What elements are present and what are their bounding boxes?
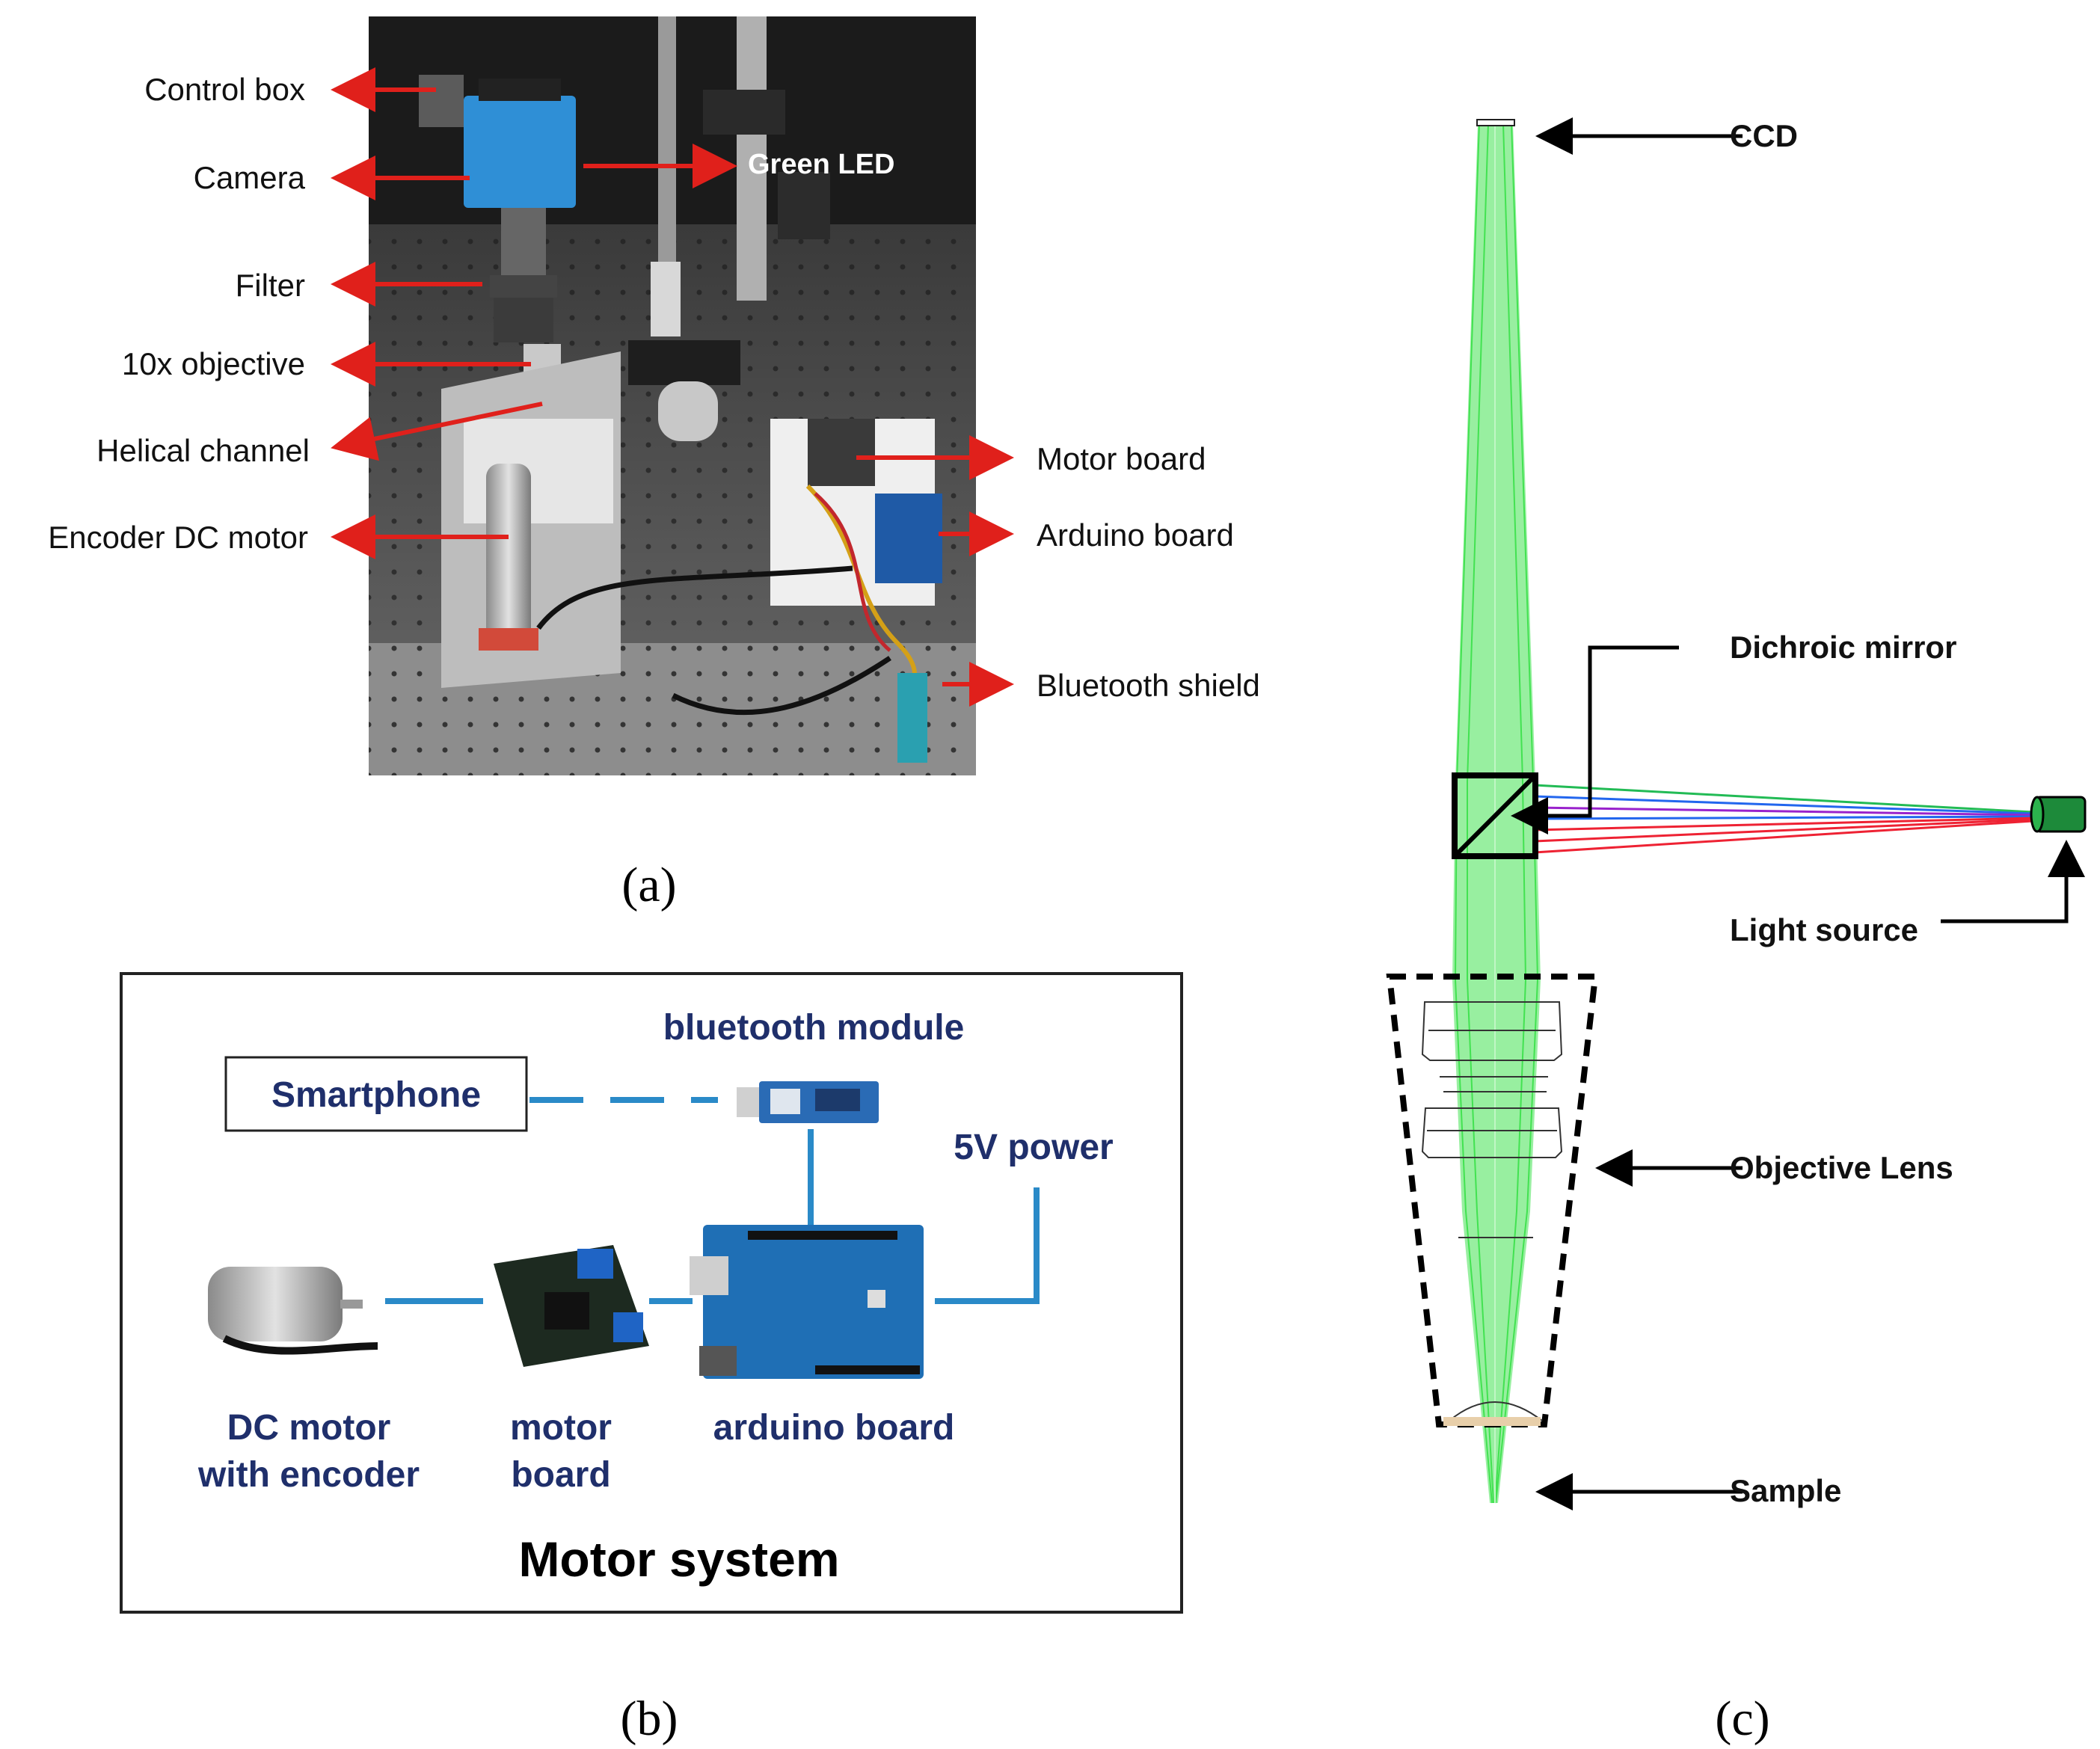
objective-outline	[1386, 974, 1599, 1427]
label-objective: 10x objective	[122, 346, 305, 381]
motor-system-frame	[120, 972, 1183, 1614]
panel-c-labels: CCD Dichroic mirror Light source Objecti…	[1715, 118, 1956, 1746]
label-light-source: Light source	[1730, 912, 1918, 947]
arrow-helical-channel	[331, 402, 543, 461]
ccd-sensor	[1476, 119, 1515, 126]
smartphone-label: Smartphone	[271, 1075, 481, 1115]
dc-motor-label-2: with encoder	[197, 1455, 420, 1495]
dc-motor-label-1: DC motor	[227, 1408, 391, 1448]
motor-board-label-1: motor	[510, 1408, 612, 1448]
label-dichroic: Dichroic mirror	[1730, 630, 1956, 665]
caption-a: (a)	[621, 858, 676, 912]
label-encoder-dc-motor: Encoder DC motor	[48, 520, 308, 555]
label-filter: Filter	[236, 268, 305, 303]
label-objective-lens: Objective Lens	[1730, 1150, 1953, 1185]
label-motor-board: Motor board	[1037, 441, 1206, 476]
beam-light-source	[1534, 784, 2033, 854]
green-led-label: Green LED	[748, 149, 894, 180]
arrow-dichroic	[1511, 645, 1679, 834]
label-control-box: Control box	[144, 72, 305, 107]
bluetooth-module-icon	[737, 1081, 879, 1123]
motor-system-title: Motor system	[518, 1531, 839, 1587]
arrow-light-source	[1941, 840, 2085, 923]
bluetooth-module-label: bluetooth module	[663, 1008, 965, 1048]
photo-arrows	[331, 67, 1014, 707]
motor-board-label-2: board	[511, 1455, 610, 1495]
label-bluetooth-shield: Bluetooth shield	[1037, 668, 1260, 703]
connections	[385, 1097, 1040, 1304]
label-arduino-board: Arduino board	[1037, 517, 1234, 553]
panel-c-arrows	[1511, 117, 2085, 1510]
motor-board-icon	[494, 1245, 649, 1367]
optical-path-diagram	[1386, 119, 2087, 1504]
sample-slide	[1443, 1417, 1541, 1426]
motor-system-diagram: Smartphone bluetooth module 5V power DC …	[120, 972, 1183, 1614]
label-sample: Sample	[1730, 1473, 1841, 1508]
dc-motor-icon	[208, 1267, 378, 1355]
arduino-label: arduino board	[713, 1408, 955, 1448]
power-link	[935, 1187, 1040, 1304]
power-label: 5V power	[954, 1128, 1113, 1167]
label-camera: Camera	[194, 160, 306, 195]
panel-a-labels: Control box Camera Filter 10x objective …	[48, 72, 1260, 912]
caption-c: (c)	[1715, 1691, 1769, 1746]
smartphone-box	[224, 1056, 528, 1132]
caption-b: (b)	[621, 1691, 678, 1746]
photo-setup: Green LED	[369, 16, 976, 775]
light-source-icon	[2030, 796, 2087, 833]
lens-elements	[1421, 1001, 1563, 1421]
arduino-board-icon	[690, 1225, 924, 1379]
label-helical-channel: Helical channel	[96, 433, 310, 468]
label-ccd: CCD	[1730, 118, 1798, 153]
